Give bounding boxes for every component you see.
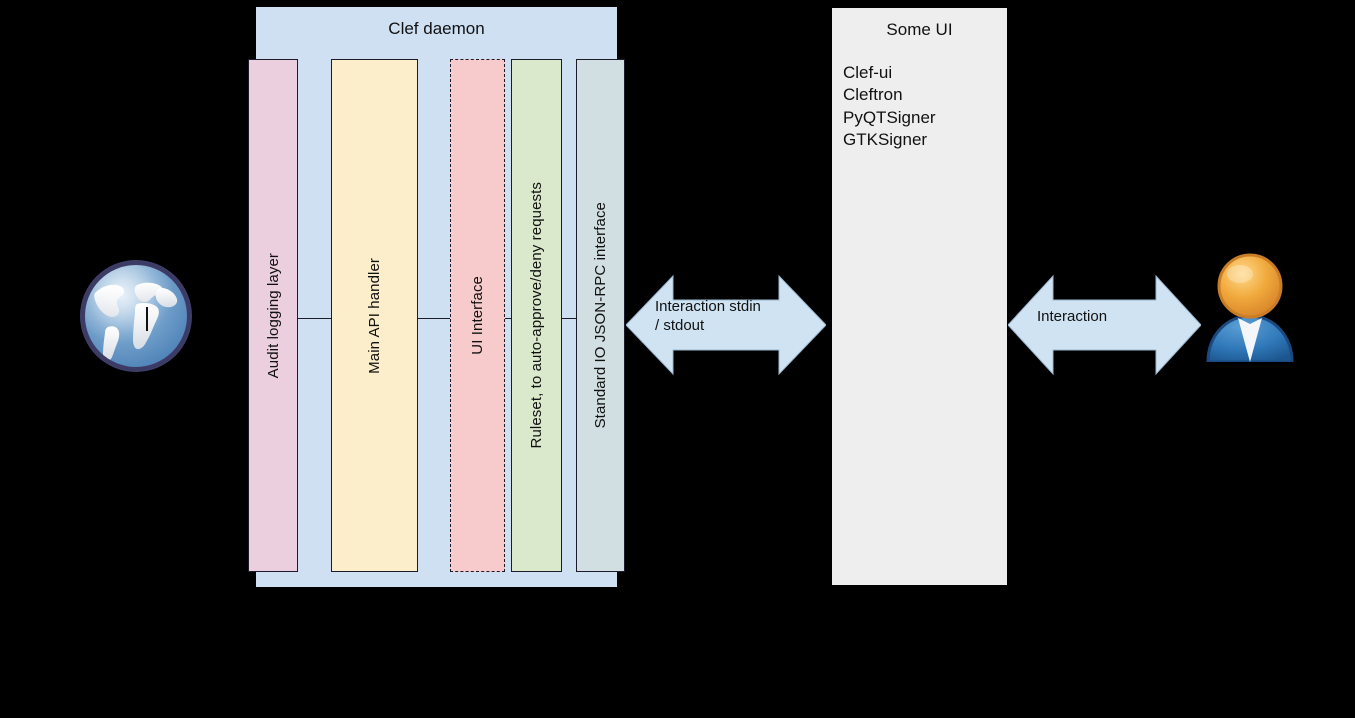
clef-daemon-title: Clef daemon [388, 19, 485, 38]
clef-daemon-container [256, 7, 617, 587]
interaction-arrow-label: Interaction [1037, 307, 1167, 326]
column-audit-logging-layer[interactable]: Audit logging layer [248, 59, 298, 572]
column-label: Standard IO JSON-RPC interface [592, 202, 609, 429]
some-ui-panel [832, 8, 1007, 585]
list-item: Cleftron [843, 85, 903, 105]
interaction-arrow [1008, 272, 1201, 378]
list-item: GTKSigner [843, 129, 928, 149]
column-label: UI Interface [469, 276, 486, 355]
stdin-stdout-arrow [626, 272, 826, 378]
globe-icon [75, 255, 197, 377]
column-label: Audit logging layer [264, 252, 282, 379]
column-ui-interface[interactable]: UI Interface [450, 59, 505, 572]
arrow-label-line1: Interaction stdin [655, 298, 761, 315]
connector-line [504, 318, 513, 319]
some-ui-list: Clef-ui Cleftron PyQTSigner GTKSigner [843, 62, 1003, 151]
connector-line [417, 318, 451, 319]
list-item: PyQTSigner [843, 107, 936, 127]
stdin-stdout-arrow-label: Interaction stdin / stdout [655, 297, 805, 335]
column-ruleset[interactable]: Ruleset, to auto-approve/deny requests [511, 59, 562, 572]
column-label: Ruleset, to auto-approve/deny requests [528, 182, 545, 449]
some-ui-title: Some UI [886, 20, 953, 39]
column-label: Main API handler [366, 257, 383, 374]
column-main-api-handler[interactable]: Main API handler [331, 59, 418, 572]
arrow-label-line2: / stdout [655, 317, 705, 334]
column-stdio-jsonrpc-interface[interactable]: Standard IO JSON-RPC interface [576, 59, 625, 572]
connector-line [561, 318, 577, 319]
arrow-label-line1: Interaction [1037, 308, 1108, 325]
list-item: Clef-ui [843, 63, 893, 82]
user-icon [1200, 250, 1300, 364]
connector-line [297, 318, 332, 319]
